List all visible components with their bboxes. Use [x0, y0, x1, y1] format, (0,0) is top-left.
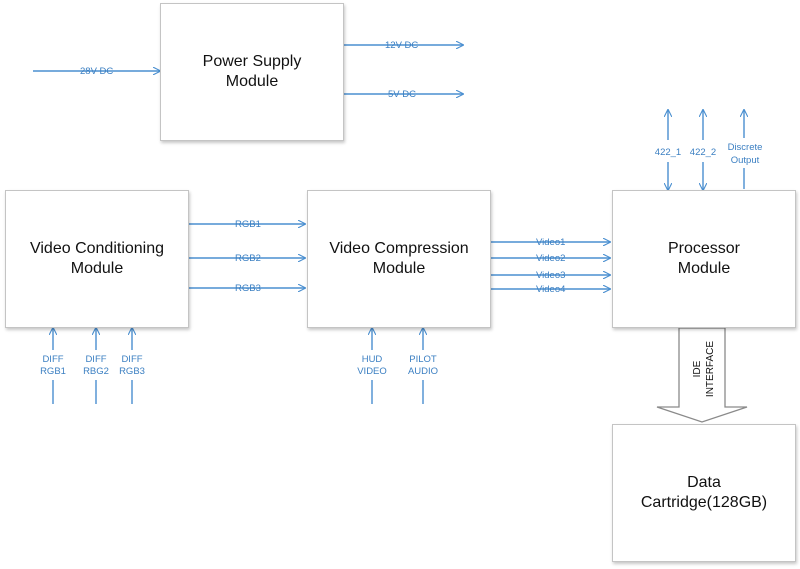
diff-rgb1-label-1: DIFF — [42, 354, 63, 365]
video-compression-module-label: Video Compression Module — [329, 240, 469, 277]
ide-label: IDE — [692, 360, 703, 377]
video1-label: Video1 — [536, 237, 565, 248]
data-cartridge-label: Data Cartridge(128GB) — [640, 474, 768, 511]
rgb3-label: RGB3 — [235, 283, 261, 294]
power-12v-label: 12V DC — [385, 40, 418, 51]
pilot-audio-label-1: PILOT — [409, 354, 437, 365]
rgb1-label: RGB1 — [235, 219, 261, 230]
video4-label: Video4 — [536, 284, 565, 295]
pilot-audio-label-2: AUDIO — [408, 366, 438, 377]
video-conditioning-module-label: Video Conditioning Module — [29, 240, 165, 277]
diff-rgb3-label-1: DIFF — [121, 354, 142, 365]
data-cartridge: Data Cartridge(128GB) — [612, 424, 796, 562]
hud-video-label-1: HUD — [362, 354, 383, 365]
ide-interface-arrow — [656, 327, 748, 423]
port-422-1-label: 422_1 — [655, 147, 681, 158]
processor-module: Processor Module — [612, 190, 796, 328]
power-5v-label: 5V DC — [388, 89, 416, 100]
diff-rgb1-label-2: RGB1 — [40, 366, 66, 377]
ide-interface-label: INTERFACE — [705, 341, 716, 397]
power-supply-module: Power Supply Module — [160, 3, 344, 141]
processor-module-label: Processor Module — [667, 240, 741, 277]
port-422-2-label: 422_2 — [690, 147, 716, 158]
video-compression-module: Video Compression Module — [307, 190, 491, 328]
diff-rgb3-label-2: RGB3 — [119, 366, 145, 377]
rgb2-label: RGB2 — [235, 253, 261, 264]
video2-label: Video2 — [536, 253, 565, 264]
discrete-output-label-1: Discrete — [728, 142, 763, 153]
video3-label: Video3 — [536, 270, 565, 281]
diff-rbg2-label-2: RBG2 — [83, 366, 109, 377]
diff-rbg2-label-1: DIFF — [85, 354, 106, 365]
power-supply-module-label: Power Supply Module — [202, 53, 302, 90]
power-input-label: 28V DC — [80, 66, 113, 77]
video-conditioning-module: Video Conditioning Module — [5, 190, 189, 328]
discrete-output-label-2: Output — [731, 155, 760, 166]
hud-video-label-2: VIDEO — [357, 366, 387, 377]
